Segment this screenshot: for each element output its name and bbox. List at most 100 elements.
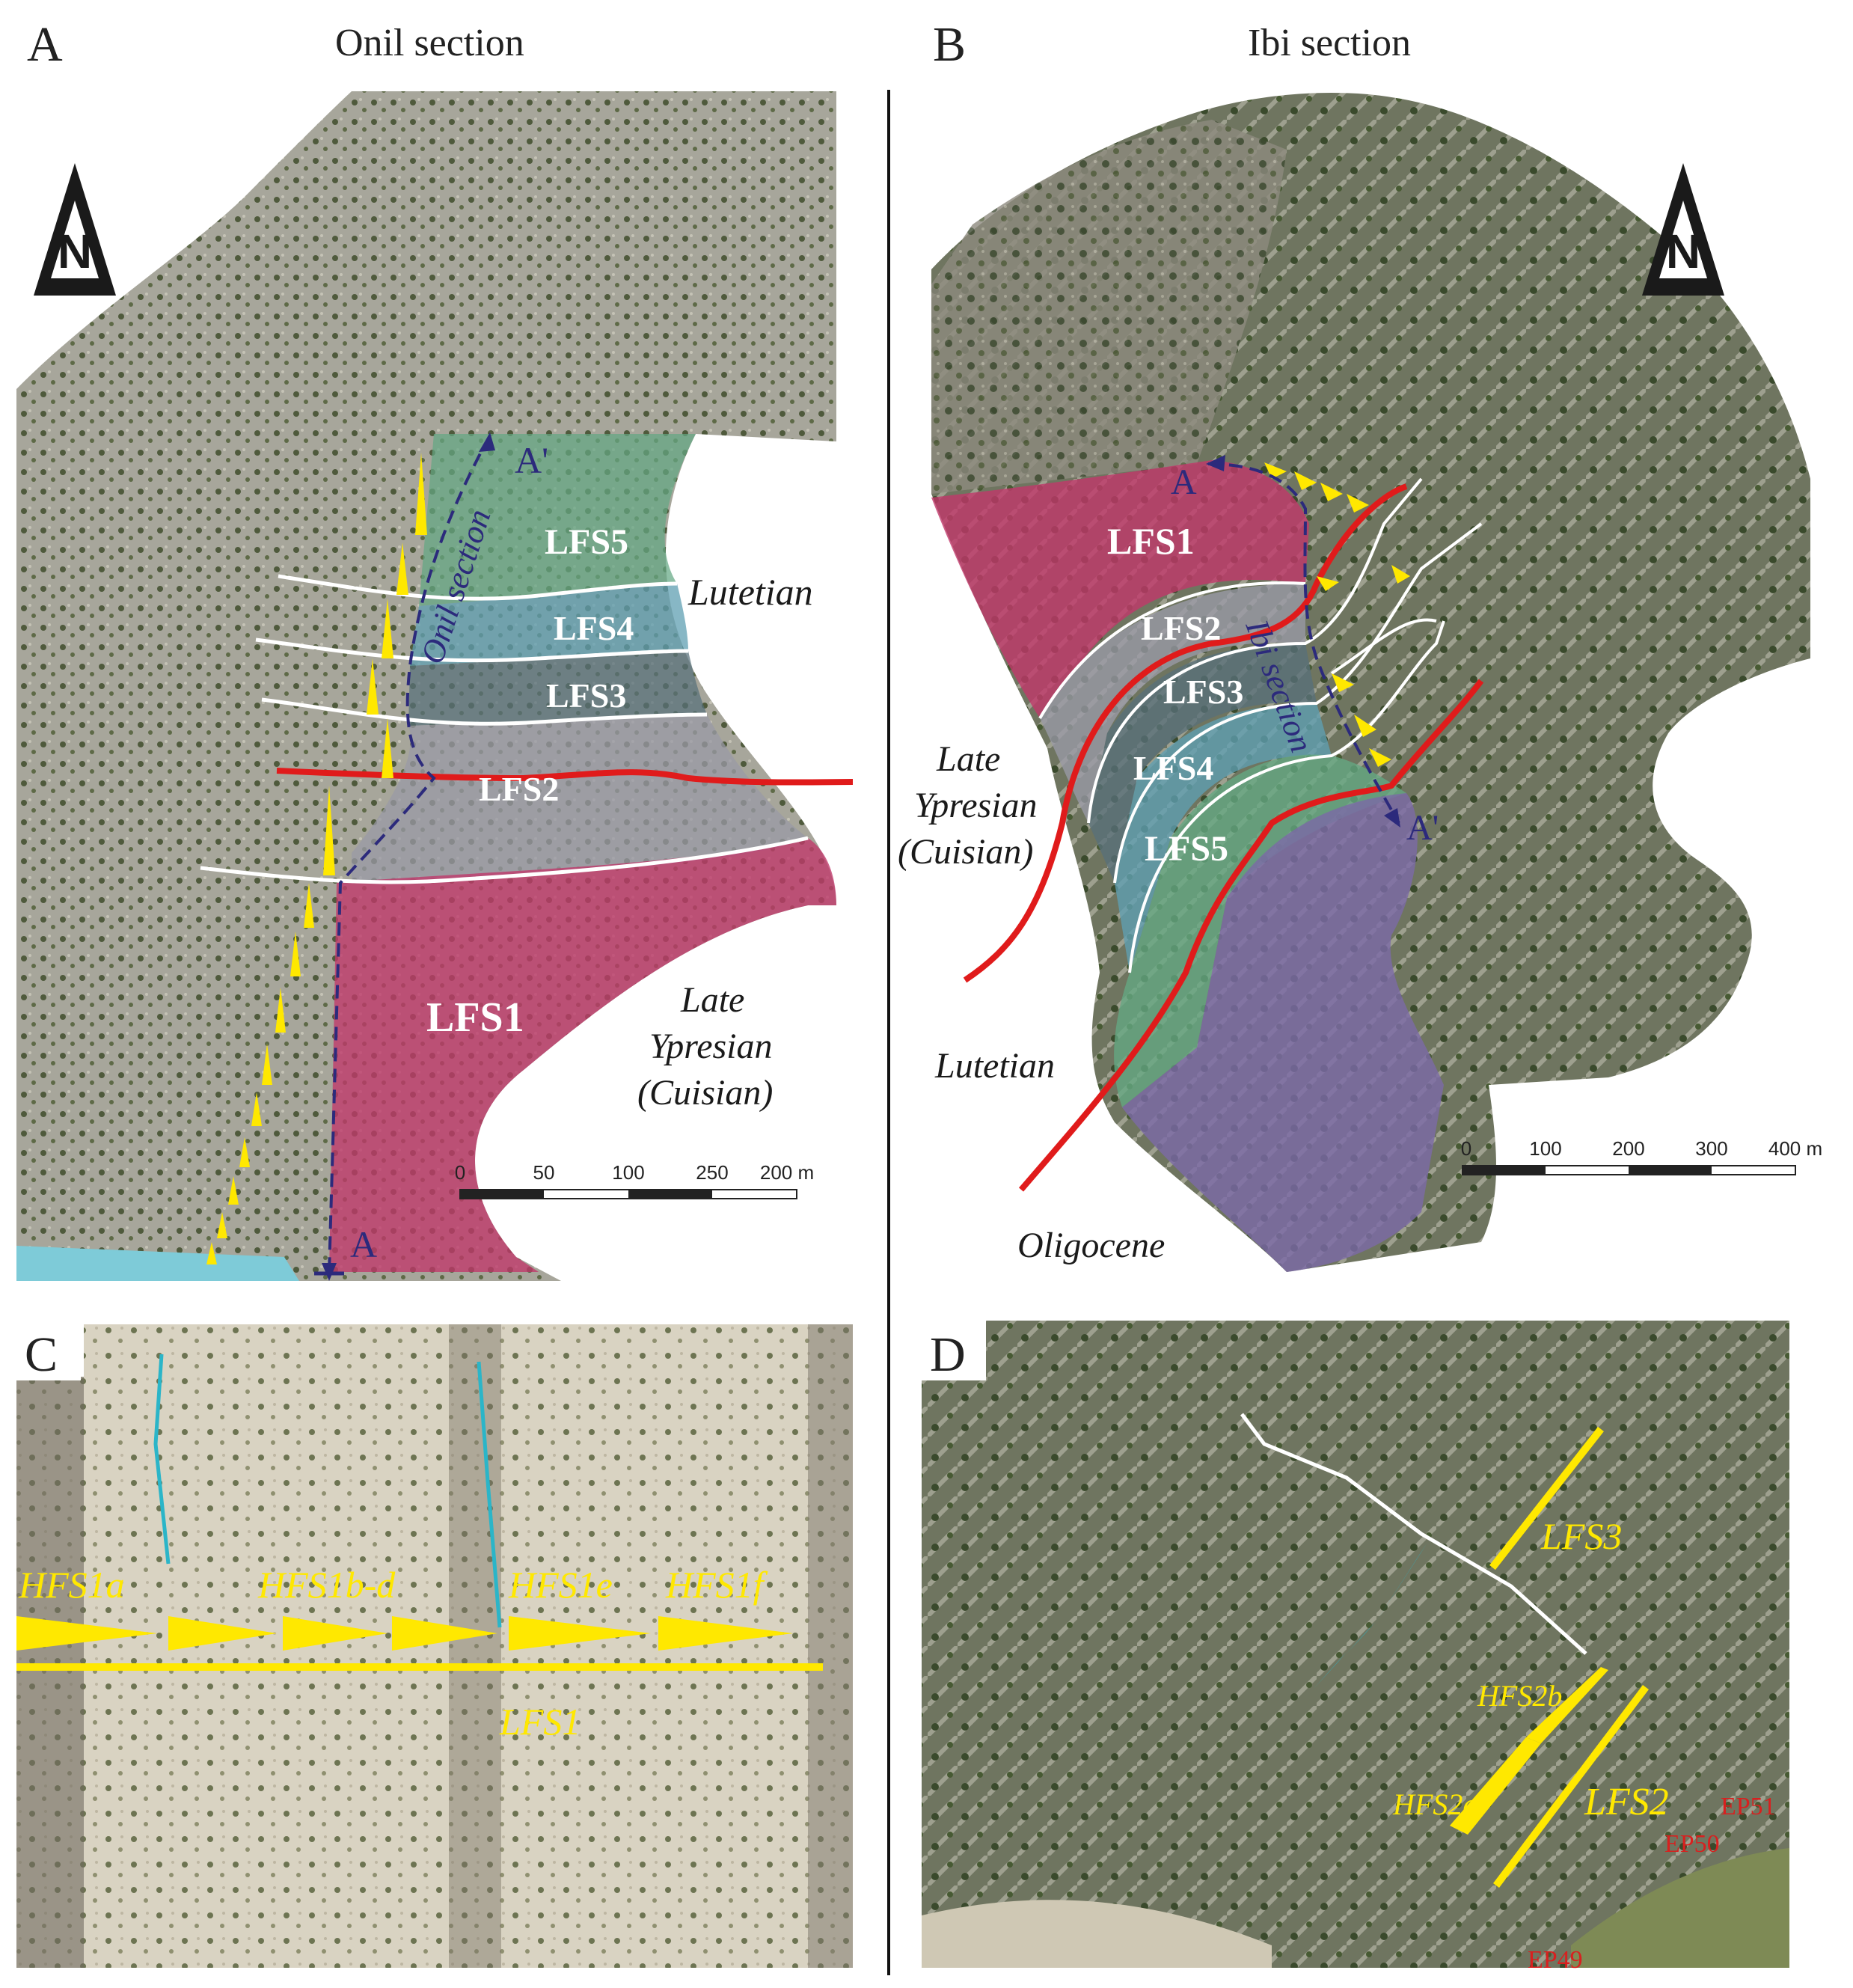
panel-c-cyan-line-left: [153, 1354, 171, 1565]
panel-d-hfs2a-wedge: [1450, 1737, 1541, 1835]
panel-b-lfs3-zone: [1088, 643, 1317, 883]
panel-b-white-line-4: [1128, 620, 1445, 973]
panel-a-horizon-1: [278, 574, 678, 601]
panel-b-cuisian-label: (Cuisian): [898, 832, 1033, 872]
panel-c-cyan-line-right: [477, 1361, 502, 1628]
panel-a-section-trace: [328, 435, 491, 1273]
panel-b-ypresian-label: Ypresian: [914, 786, 1038, 825]
panel-b-oligocene-zone: [1122, 793, 1444, 1272]
panel-a-section-arrow-top: [479, 432, 495, 452]
panel-b-oligocene-label: Oligocene: [1017, 1226, 1165, 1265]
panel-a-endpoint-bottom: A: [350, 1223, 377, 1265]
panel-b-scale-bar: [1462, 1165, 1796, 1175]
panel-c-hfs1bd-label: HFS1b-d: [257, 1564, 396, 1606]
panel-d-lfs3-label: LFS3: [1540, 1515, 1622, 1557]
panel-a-horizon-4: [200, 836, 809, 884]
panel-b-lfs1-zone: [931, 460, 1309, 718]
panel-a-lutetian-label: Lutetian: [687, 571, 813, 613]
panel-d-lfs3-line: [1489, 1426, 1604, 1570]
panel-d-hfs2b-wedge: [1526, 1667, 1608, 1743]
panel-b-late-label: Late: [936, 739, 1000, 779]
panel-d-ep49-label: EP49: [1528, 1946, 1583, 1974]
panel-a-scale-100: 100: [612, 1161, 644, 1184]
panel-a-title: Onil section: [335, 22, 524, 64]
panel-c-yellow-wedges: [16, 1616, 793, 1651]
panel-b-lfs3-label: LFS3: [1163, 673, 1243, 711]
panel-b-lfs2-label: LFS2: [1141, 609, 1221, 647]
panel-b-endpoint-bottom: A': [1406, 808, 1439, 848]
panel-d-cyan-wedges: [1287, 1543, 1427, 1712]
panel-b-lfs1-label: LFS1: [1107, 520, 1195, 562]
panel-b-lfs4-zone: [1115, 703, 1332, 973]
panel-a-lfs4-zone: [410, 584, 688, 666]
panel-b-lfs2-zone: [1040, 584, 1305, 823]
panel-a-late-label: Late: [680, 980, 744, 1020]
panel-a-lfs4-label: LFS4: [554, 609, 634, 647]
panel-a-scale-bar: [459, 1189, 797, 1199]
panel-b-endpoint-top: A: [1171, 462, 1197, 502]
panel-a-scale-200m: 200 m: [760, 1161, 814, 1184]
panel-d-white-line: [1240, 1413, 1587, 1655]
panel-d-lfs2-line: [1493, 1684, 1649, 1888]
panel-b-white-line-2: [1087, 477, 1423, 824]
panel-b-red-boundary-lower: [1018, 679, 1484, 1192]
panel-a-lfs2-zone: [352, 715, 808, 883]
panel-b-map: N LFS1 LFS2 LFS3 LFS4 LFS5 Ibi section A…: [898, 93, 1822, 1272]
panel-d-lfs2-label: LFS2: [1584, 1781, 1669, 1823]
panel-a-scale-50: 50: [533, 1161, 555, 1184]
panel-a-yellow-triangles: [206, 453, 427, 1264]
panel-a-cuisian-label: (Cuisian): [637, 1073, 773, 1113]
panel-b-lutetian-label: Lutetian: [934, 1046, 1055, 1086]
panel-a-lfs1-label: LFS1: [426, 994, 524, 1041]
panel-a-horizon-2: [255, 637, 689, 663]
panel-c-hfs1a-label: HFS1a: [18, 1564, 125, 1606]
panel-b-upper-slope: [931, 120, 1287, 494]
panel-a-lfs5-zone: [419, 434, 696, 606]
panel-b-lfs4-label: LFS4: [1133, 749, 1213, 787]
panel-b-section-trace: [1207, 462, 1400, 824]
panel-b-white-line-5: [1330, 618, 1437, 675]
panel-d-ep51-label: EP51: [1721, 1793, 1776, 1820]
panel-a-map: N LFS5 LFS4 LFS3 LFS2 LFS1 Lutetian Late…: [16, 91, 854, 1281]
panel-b-lfs5-label: LFS5: [1145, 829, 1228, 869]
panel-b-scale-300: 300: [1695, 1137, 1727, 1160]
panel-d-photo: LFS3 HFS2b HFS2a LFS2 EP51 EP50 EP49: [922, 1321, 1789, 1974]
panel-a-lfs5-label: LFS5: [545, 522, 628, 562]
panel-d-hillside-photo: [922, 1321, 1789, 1968]
panel-c-letter: C: [25, 1327, 58, 1382]
panel-b-yellow-triangles: [1264, 462, 1410, 767]
panel-a-north-arrow-icon: N: [34, 163, 116, 296]
panel-d-letter: D: [930, 1327, 966, 1382]
panel-a-ypresian-label: Ypresian: [649, 1027, 773, 1066]
panel-b-white-line-3: [1113, 522, 1483, 884]
panel-b-section-arrow-bottom: [1384, 808, 1400, 828]
panel-d-letter-box: [922, 1321, 986, 1380]
panel-divider: [887, 90, 890, 1975]
panel-c-hfs1e-label: HFS1e: [508, 1564, 613, 1606]
panel-a-endpoint-top: A': [515, 439, 548, 481]
panel-a-horizon-3: [261, 697, 708, 726]
panel-b-white-line-1: [1038, 581, 1306, 720]
panel-a-letter: A: [27, 17, 63, 72]
svg-text:N: N: [58, 224, 92, 278]
panel-b-red-boundary-upper: [963, 483, 1408, 983]
panel-c-photo: HFS1a HFS1b-d HFS1e HFS1f LFS1: [16, 1324, 853, 1968]
panel-a-lfs3-zone: [408, 651, 707, 726]
panel-b-scale-0: 0: [1461, 1137, 1471, 1160]
panel-a-water: [16, 1246, 299, 1281]
panel-a-scale-0: 0: [455, 1161, 465, 1184]
panel-b-section-arrow-top: [1206, 455, 1225, 471]
panel-a-scale-250: 250: [696, 1161, 728, 1184]
panel-b-letter: B: [933, 17, 967, 72]
panel-b-lfs5-zone: [1114, 754, 1406, 1107]
panel-c-hfs1f-label: HFS1f: [665, 1564, 768, 1606]
panel-c-lfs1-label: LFS1: [499, 1701, 581, 1743]
panel-d-hfs2a-label: HFS2a: [1392, 1787, 1477, 1821]
panel-a-lfs3-label: LFS3: [546, 676, 626, 715]
panel-d-hfs2b-label: HFS2b: [1477, 1679, 1562, 1713]
panel-c-cliff-photo: [16, 1324, 853, 1968]
panel-b-title: Ibi section: [1248, 22, 1412, 64]
panel-b-scale-100: 100: [1529, 1137, 1561, 1160]
panel-a-lfs1-zone: [329, 838, 836, 1272]
